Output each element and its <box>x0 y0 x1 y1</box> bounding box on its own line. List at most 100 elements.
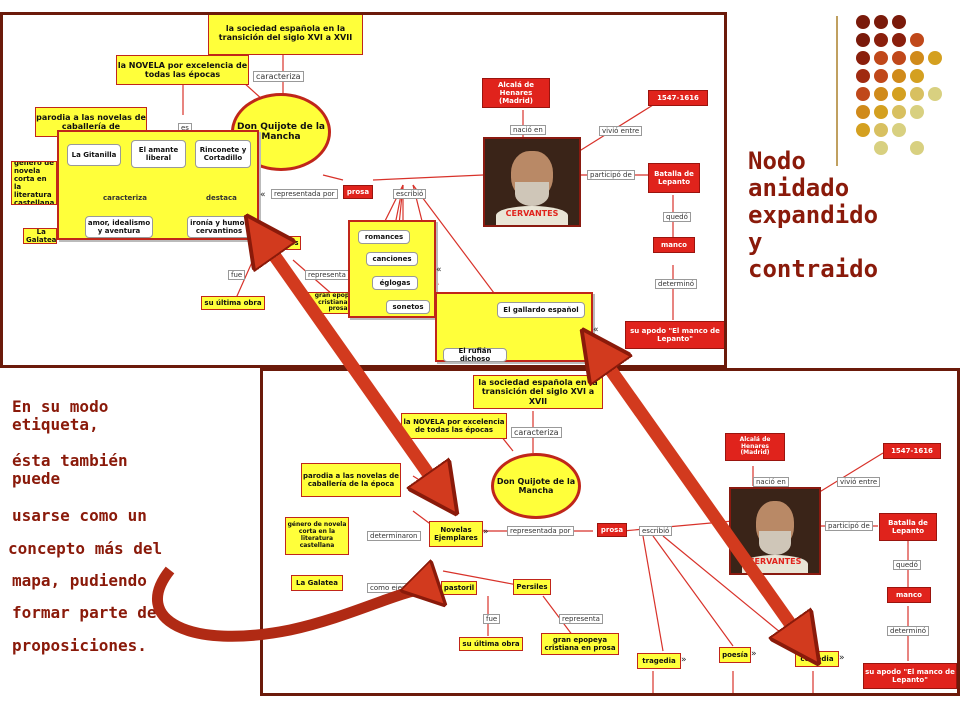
concept-map-collapsed: la sociedad española en la transición de… <box>260 368 960 696</box>
node-parodia[interactable]: parodia a las novelas de caballería de l… <box>301 463 401 497</box>
node-rinconete[interactable]: Rinconete y Cortadillo <box>195 140 251 168</box>
node-eglogas[interactable]: églogas <box>372 276 418 290</box>
link-label-destaca: destaca <box>206 194 237 202</box>
node-persiles[interactable]: Persiles <box>513 579 551 595</box>
collapse-toggle-icon[interactable]: « <box>260 190 266 200</box>
collapse-toggle-icon[interactable]: « <box>593 325 599 335</box>
slide-title: Nodo anidado expandido y contraido <box>748 147 879 283</box>
link-label-como-ejemplo: como ejemplo <box>367 583 423 593</box>
concept-map-expanded: la sociedad española en la transición de… <box>0 12 727 368</box>
node-prosa[interactable]: prosa <box>597 523 627 537</box>
decorative-dot <box>856 123 870 137</box>
decorative-dot <box>856 51 870 65</box>
cervantes-portrait: CERVANTES <box>483 137 581 227</box>
collapse-toggle-icon[interactable]: « <box>436 265 442 275</box>
decorative-dot <box>856 69 870 83</box>
description-line: etiqueta, <box>12 415 99 434</box>
node-gallardo[interactable]: El gallardo español <box>497 302 585 318</box>
node-sociedad[interactable]: la sociedad española en la transición de… <box>473 375 603 409</box>
node-batalla[interactable]: Batalla de Lepanto <box>648 163 700 193</box>
node-manco[interactable]: manco <box>653 237 695 253</box>
link-label-representada-por: representada por <box>507 526 574 536</box>
node-genero[interactable]: género de novela corta en la literatura … <box>11 161 57 205</box>
node-amante-liberal[interactable]: El amante liberal <box>131 140 186 168</box>
link-line <box>542 595 574 637</box>
node-gitanilla[interactable]: La Gitanilla <box>67 144 121 166</box>
node-rufian[interactable]: El rufián dichoso <box>443 347 507 363</box>
node-prosa[interactable]: prosa <box>343 185 373 199</box>
node-batalla[interactable]: Batalla de Lepanto <box>879 513 937 541</box>
node-fechas[interactable]: 1547-1616 <box>648 90 708 106</box>
node-apodo[interactable]: su apodo "El manco de Lepanto" <box>625 321 724 349</box>
node-epopeya[interactable]: gran epopeya cristiana en prosa <box>541 633 619 655</box>
node-fechas[interactable]: 1547-1616 <box>883 443 941 459</box>
node-romances[interactable]: romances <box>358 230 410 244</box>
decorative-dot <box>856 15 870 29</box>
node-alcala[interactable]: Alcalá de Henares (Madrid) <box>725 433 785 461</box>
decorative-dot <box>874 105 888 119</box>
decorative-dot <box>892 87 906 101</box>
description-line: concepto más del <box>8 539 163 558</box>
expand-toggle-icon[interactable]: » <box>483 527 489 537</box>
node-persiles[interactable]: Persiles <box>265 236 301 250</box>
node-novela[interactable]: la NOVELA por excelencia de todas las ép… <box>116 55 249 85</box>
node-ultima-obra[interactable]: su última obra <box>201 296 265 310</box>
nested-node-comedia[interactable]: El gallardo español El rufián dichoso <box>435 292 593 363</box>
link-label-escribio: escribió <box>639 526 673 536</box>
node-galatea[interactable]: La Galatea <box>23 228 57 244</box>
node-comedia[interactable]: comedia <box>795 651 839 667</box>
decorative-dot <box>910 69 924 83</box>
cervantes-portrait: CERVANTES <box>729 487 821 575</box>
node-amor-idealismo[interactable]: amor, idealismo y aventura <box>85 216 153 238</box>
node-quijote[interactable]: Don Quijote de la Mancha <box>491 453 581 519</box>
node-tragedia[interactable]: tragedia <box>637 653 681 669</box>
link-label-determino: determinó <box>655 279 698 289</box>
description-line: mapa, pudiendo <box>12 571 147 590</box>
node-sonetos[interactable]: sonetos <box>386 300 430 314</box>
node-novela[interactable]: la NOVELA por excelencia de todas las ép… <box>401 413 507 439</box>
link-line <box>812 452 884 497</box>
link-line <box>412 475 454 502</box>
portrait-caption: CERVANTES <box>748 557 802 567</box>
node-ultima-obra[interactable]: su última obra <box>459 637 523 651</box>
node-manco[interactable]: manco <box>887 587 931 603</box>
decorative-dot <box>874 123 888 137</box>
link-label-nacio-en: nació en <box>753 477 789 487</box>
node-ironia-humor[interactable]: ironía y humor cervantinos <box>187 216 251 238</box>
link-label-fue: fue <box>483 614 501 624</box>
decorative-dot <box>910 33 924 47</box>
decorative-dot <box>892 105 906 119</box>
description-line: formar parte de <box>12 603 157 622</box>
link-line <box>372 174 484 181</box>
node-apodo[interactable]: su apodo "El manco de Lepanto" <box>863 663 957 689</box>
node-alcala[interactable]: Alcalá de Henares (Madrid) <box>482 78 550 108</box>
expand-toggle-icon[interactable]: » <box>839 653 845 663</box>
node-sociedad[interactable]: la sociedad española en la transición de… <box>208 15 363 55</box>
link-label-representada-por: representada por <box>271 189 338 199</box>
expand-toggle-icon[interactable]: » <box>751 649 757 659</box>
description-line: En su modo <box>12 397 109 416</box>
decorative-vertical-rule <box>836 16 838 166</box>
decorative-dot <box>856 105 870 119</box>
node-genero[interactable]: género de novela corta en la literatura … <box>285 517 349 555</box>
expand-toggle-icon[interactable]: » <box>681 655 687 665</box>
decorative-dot <box>856 33 870 47</box>
link-label-nacio-en: nació en <box>510 125 546 135</box>
decorative-dot <box>910 87 924 101</box>
nested-node-novelas-ejemplares[interactable]: La Gitanilla El amante liberal Rinconete… <box>57 130 259 240</box>
link-label-caracteriza-nested: caracteriza <box>103 194 147 202</box>
link-label-escribio: escribió <box>393 189 427 199</box>
decorative-dot <box>892 69 906 83</box>
decorative-dot <box>874 69 888 83</box>
node-galatea[interactable]: La Galatea <box>291 575 343 591</box>
link-line <box>642 535 664 652</box>
link-label-caracteriza: caracteriza <box>511 427 562 438</box>
link-label-quedo: quedó <box>893 560 921 570</box>
node-canciones[interactable]: canciones <box>366 252 418 266</box>
decorative-dot <box>856 87 870 101</box>
node-pastoril[interactable]: pastoril <box>441 581 477 595</box>
node-poesia[interactable]: poesía <box>719 647 751 663</box>
nested-node-poesia[interactable]: romances canciones églogas sonetos <box>348 220 436 318</box>
node-novelas-ejemplares[interactable]: Novelas Ejemplares <box>429 521 483 547</box>
link-label-vivio-entre: vivió entre <box>837 477 881 487</box>
